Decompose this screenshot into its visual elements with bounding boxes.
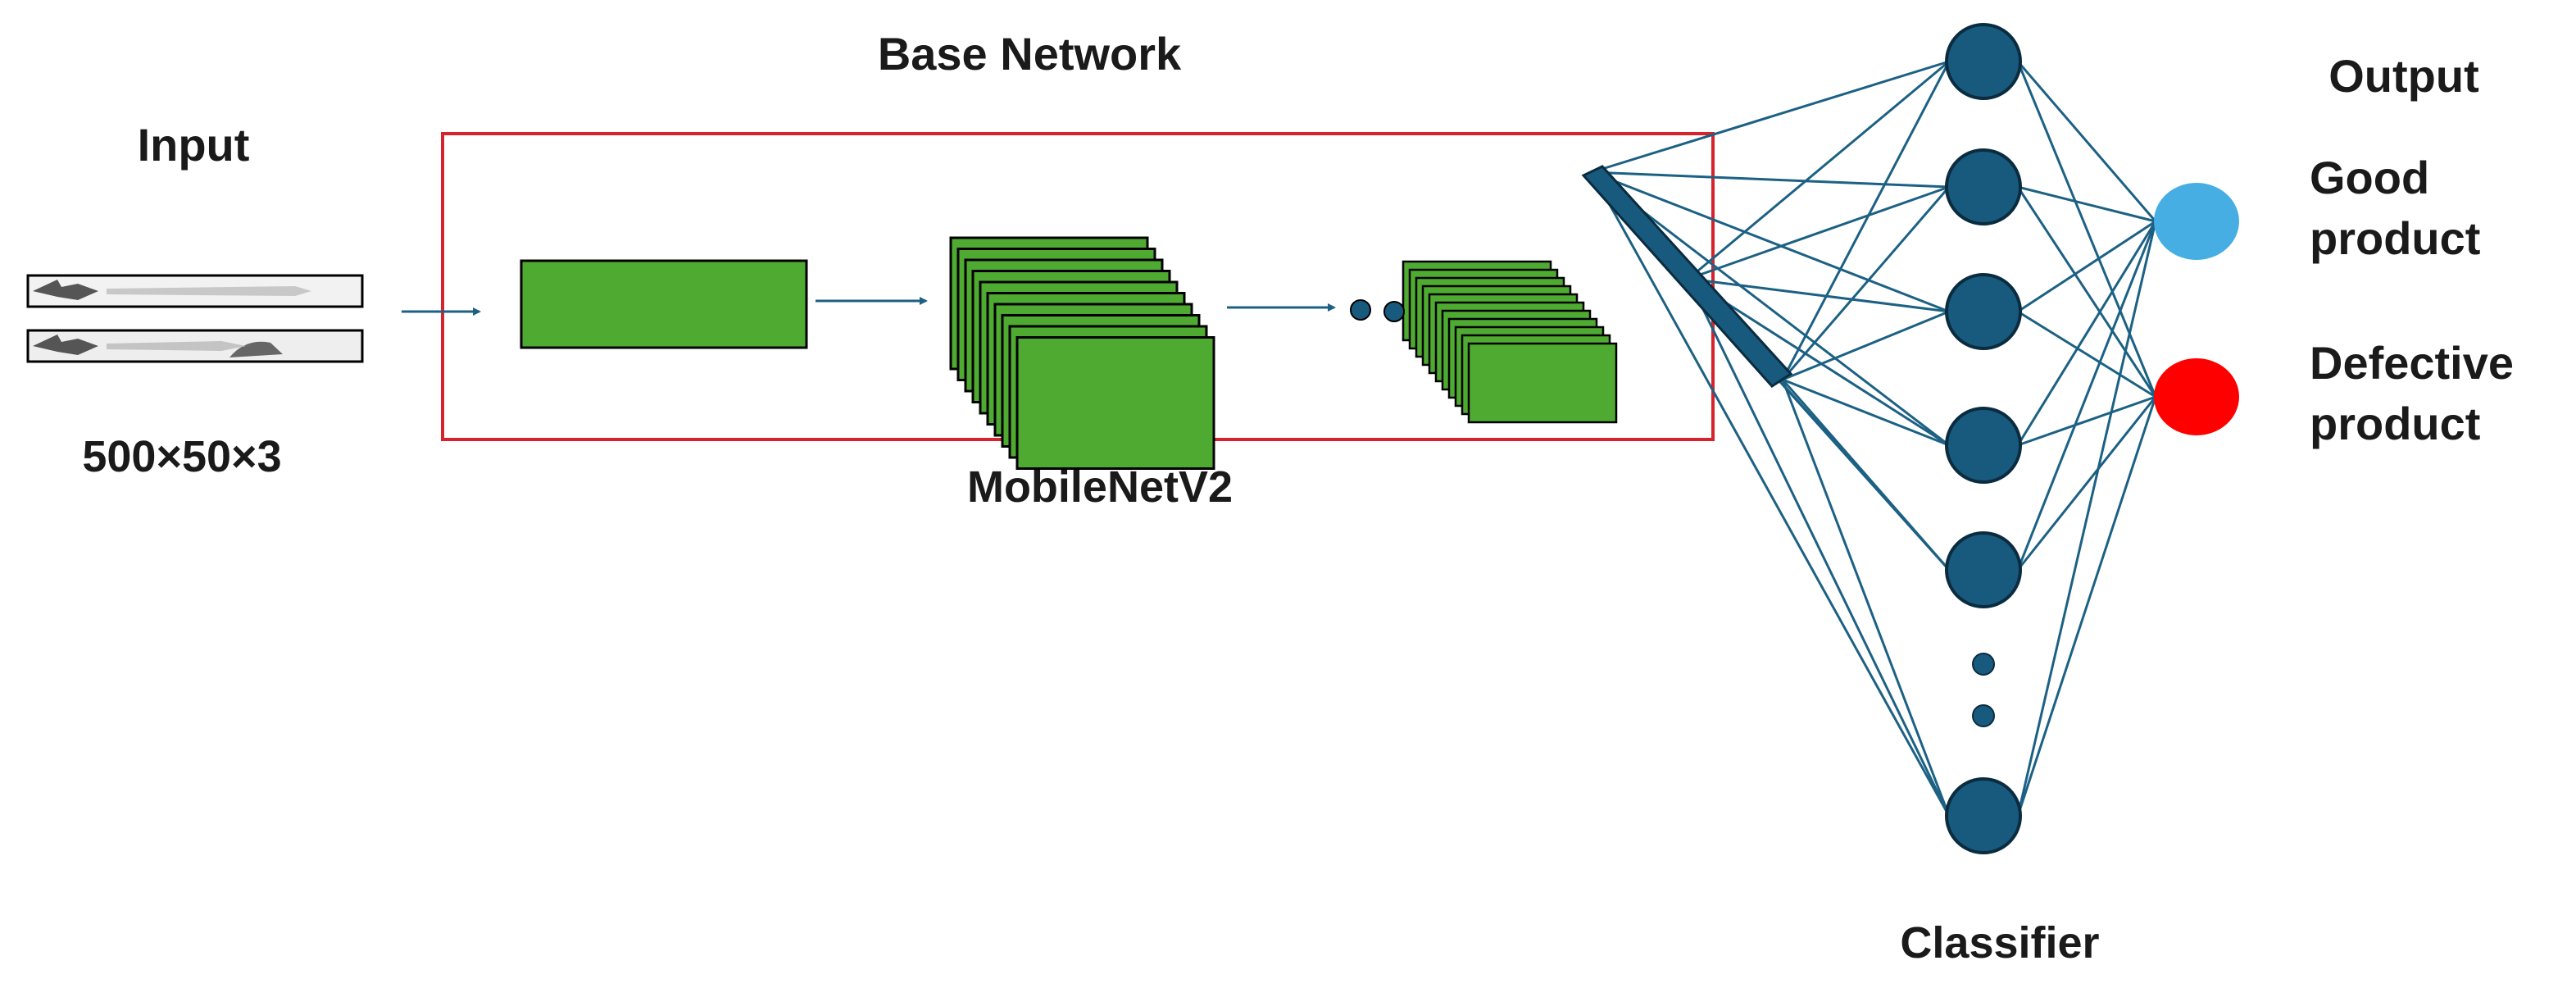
connection-line xyxy=(2016,221,2157,817)
output-neuron-good xyxy=(2154,183,2239,260)
flatten-layer-bar xyxy=(1581,165,1793,388)
feature-map-stack-small xyxy=(1402,260,1618,424)
feature-map-layer xyxy=(1015,336,1215,470)
conv-layer-block xyxy=(520,259,808,349)
connection-line xyxy=(1688,277,1950,313)
hidden-neuron xyxy=(1945,273,2022,350)
connection-line xyxy=(2016,61,2157,222)
connection-line xyxy=(2017,185,2156,223)
input-dimensions: 500×50×3 xyxy=(82,432,281,481)
connection-line xyxy=(2017,220,2156,313)
continuation-dot xyxy=(1972,704,1995,727)
connection-line xyxy=(1781,379,1951,817)
connection-line xyxy=(2017,395,2156,447)
output-class-defective-line1: Defective xyxy=(2310,337,2514,389)
connection-line xyxy=(2016,61,2157,398)
hidden-neuron xyxy=(1945,23,2022,100)
connection-line xyxy=(1782,310,1950,381)
continuation-dot xyxy=(1383,301,1405,322)
feature-map-stack-large xyxy=(949,236,1215,470)
output-neuron-defective xyxy=(2154,358,2239,435)
base-network-title: Base Network xyxy=(878,28,1182,80)
feature-map-layer xyxy=(1467,342,1618,424)
input-label: Input xyxy=(138,119,250,171)
connection-line xyxy=(1591,171,1950,313)
connection-line xyxy=(1591,171,1950,189)
connection-line xyxy=(1781,61,1951,380)
model-name: MobileNetV2 xyxy=(967,462,1233,512)
connection-line xyxy=(1688,185,1950,280)
hidden-neuron xyxy=(1945,407,2022,484)
hidden-neuron xyxy=(1945,148,2022,225)
connection-line xyxy=(1781,186,1951,380)
output-class-good-line1: Good xyxy=(2310,152,2429,203)
output-class-good-line2: product xyxy=(2310,212,2480,264)
output-class-defective-line2: product xyxy=(2310,398,2480,449)
connection-line xyxy=(2016,396,2157,571)
hidden-neuron xyxy=(1945,531,2022,608)
hidden-neuron xyxy=(1945,777,2022,854)
connection-line xyxy=(1688,60,1950,280)
connection-line xyxy=(1782,378,1950,447)
connection-line xyxy=(1781,379,1951,571)
connection-line xyxy=(2017,310,2156,398)
connection-line xyxy=(2016,221,2157,571)
connection-line xyxy=(1688,277,1950,447)
input-image-icon xyxy=(26,274,364,363)
connection-line xyxy=(1590,171,1951,817)
classifier-label: Classifier xyxy=(1900,918,2099,968)
connection-line xyxy=(2016,221,2157,446)
continuation-dot xyxy=(1350,299,1371,321)
output-label: Output xyxy=(2328,50,2478,102)
connection-line xyxy=(1591,60,1950,174)
connection-line xyxy=(2016,396,2157,817)
connection-line xyxy=(1591,171,1950,447)
connection-line xyxy=(1687,278,1951,817)
continuation-dot xyxy=(1972,653,1995,676)
connection-line xyxy=(2016,186,2157,398)
classifier-hidden-layer xyxy=(1945,23,2022,854)
